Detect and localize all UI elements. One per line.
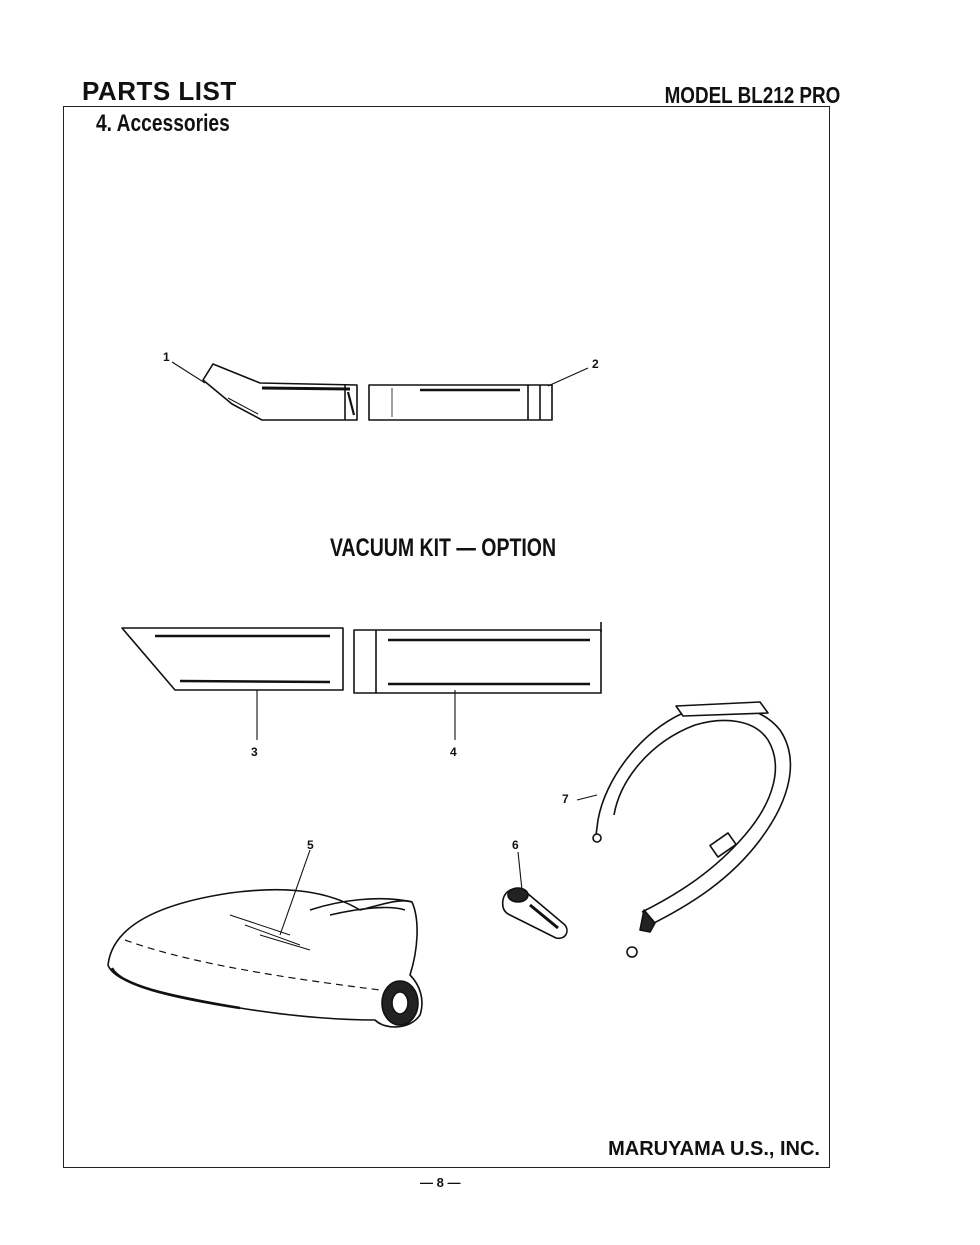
section-title: 4. Accessories: [96, 110, 230, 137]
callout-7: 7: [562, 792, 569, 806]
callout-5: 5: [307, 838, 314, 852]
callout-1: 1: [163, 350, 170, 364]
leader-lines: [171, 361, 598, 936]
drawing-frame: [63, 106, 830, 1168]
straight-pipe: [368, 384, 553, 421]
callout-6: 6: [512, 838, 519, 852]
vacuum-bag: [107, 888, 423, 1028]
vacuum-kit-title: VACUUM KIT — OPTION: [330, 534, 557, 562]
angled-vacuum-pipe: [121, 627, 344, 691]
callout-2: 2: [592, 357, 599, 371]
clip: [501, 887, 568, 940]
callout-4: 4: [450, 745, 457, 759]
page-number: — 8 —: [420, 1175, 461, 1190]
shoulder-strap: [592, 701, 792, 958]
straight-vacuum-pipe: [353, 622, 602, 694]
callout-3: 3: [251, 745, 258, 759]
model-label: MODEL BL212 PRO: [664, 82, 840, 108]
page-title: PARTS LIST: [82, 76, 237, 106]
company-name: MARUYAMA U.S., INC.: [608, 1138, 820, 1160]
curved-nozzle-pipe: [202, 363, 358, 421]
